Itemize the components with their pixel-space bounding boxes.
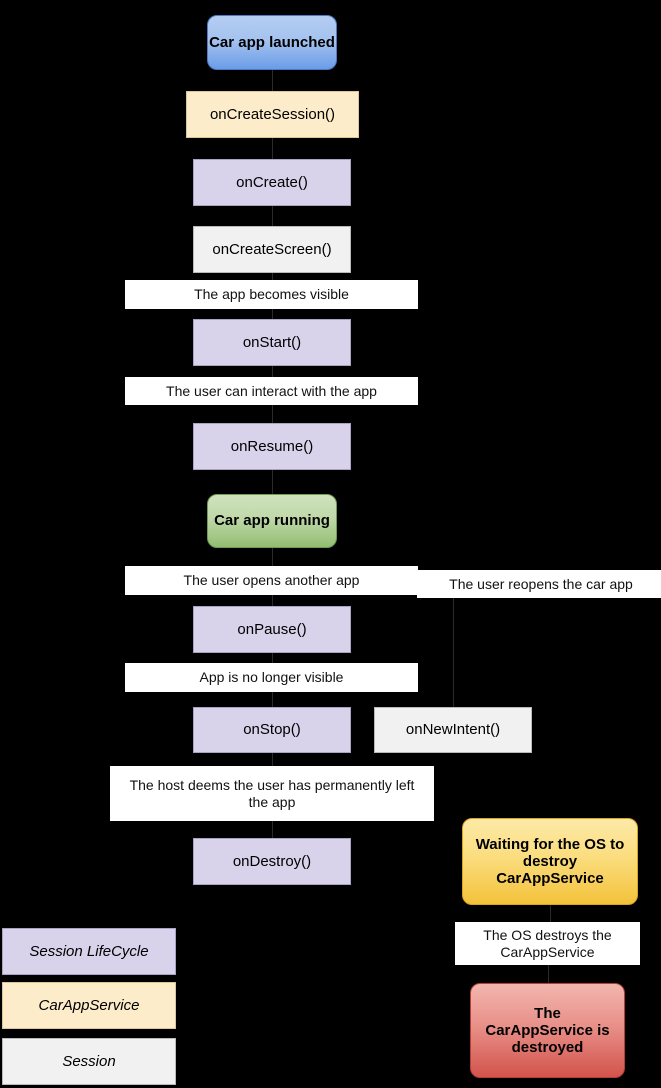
edge-user-can-interact-label: The user can interact with the app bbox=[166, 382, 377, 399]
node-on-pause-label: onPause() bbox=[237, 620, 307, 638]
node-on-resume-label: onResume() bbox=[230, 437, 314, 455]
connector-opensapp-pause bbox=[272, 595, 273, 606]
node-on-start-label: onStart() bbox=[242, 333, 302, 351]
node-on-create-screen-label: onCreateScreen() bbox=[212, 240, 332, 258]
edge-host-deems-left: The host deems the user has permanently … bbox=[110, 766, 434, 821]
edge-user-opens-another-app-label: The user opens another app bbox=[183, 572, 360, 589]
edge-os-destroys-service: The OS destroys the CarAppService bbox=[455, 922, 640, 965]
connector-newintent-reopen bbox=[453, 598, 454, 707]
node-on-create-session-label: onCreateSession() bbox=[209, 105, 336, 123]
connector-resume-running bbox=[272, 470, 273, 494]
node-on-new-intent-label: onNewIntent() bbox=[405, 721, 501, 739]
edge-app-no-longer-visible: App is no longer visible bbox=[125, 663, 418, 692]
connector-visible-start bbox=[272, 309, 273, 319]
node-on-resume[interactable]: onResume() bbox=[193, 423, 351, 470]
edge-user-can-interact: The user can interact with the app bbox=[125, 377, 418, 405]
legend-item-car-app-service: CarAppService bbox=[2, 982, 176, 1029]
node-on-create-session[interactable]: onCreateSession() bbox=[186, 91, 359, 138]
connector-osdestroys-destroyed bbox=[548, 965, 549, 983]
connector-notvisible-stop bbox=[272, 692, 273, 707]
legend-item-session-lifecycle-label: Session LifeCycle bbox=[29, 942, 149, 960]
edge-user-reopens-car-app-label: The user reopens the car app bbox=[449, 575, 633, 592]
connector-interact-resume bbox=[272, 405, 273, 423]
node-car-app-running-label: Car app running bbox=[214, 512, 330, 530]
legend-item-session: Session bbox=[2, 1038, 176, 1085]
legend-item-car-app-service-label: CarAppService bbox=[38, 996, 140, 1014]
node-on-create-label: onCreate() bbox=[236, 173, 308, 191]
node-on-stop-label: onStop() bbox=[243, 721, 301, 739]
node-car-app-service-destroyed-label: The CarAppService is destroyed bbox=[485, 1004, 610, 1057]
node-on-destroy-label: onDestroy() bbox=[232, 852, 312, 870]
connector-launched-createsession bbox=[272, 70, 273, 91]
connector-running-opensapp bbox=[272, 548, 273, 566]
node-car-app-launched[interactable]: Car app launched bbox=[207, 15, 337, 70]
node-car-app-running[interactable]: Car app running bbox=[207, 494, 337, 548]
edge-os-destroys-service-label: The OS destroys the CarAppService bbox=[483, 927, 612, 960]
edge-app-becomes-visible: The app becomes visible bbox=[125, 280, 418, 309]
node-on-stop[interactable]: onStop() bbox=[193, 707, 351, 753]
connector-stop-hostdeems bbox=[272, 753, 273, 766]
node-on-create[interactable]: onCreate() bbox=[193, 159, 351, 206]
legend-item-session-label: Session bbox=[62, 1052, 116, 1070]
node-on-create-screen[interactable]: onCreateScreen() bbox=[193, 226, 351, 273]
edge-app-no-longer-visible-label: App is no longer visible bbox=[199, 669, 344, 686]
connector-create-createscreen bbox=[272, 206, 273, 227]
legend-item-session-lifecycle: Session LifeCycle bbox=[2, 928, 176, 975]
connector-pause-notvisible bbox=[272, 653, 273, 663]
node-waiting-for-os-label: Waiting for the OS to destroy CarAppServ… bbox=[475, 835, 625, 888]
connector-destroy-waiting bbox=[550, 905, 551, 922]
connector-hostdeems-destroy bbox=[272, 821, 273, 838]
edge-app-becomes-visible-label: The app becomes visible bbox=[194, 286, 349, 303]
node-on-pause[interactable]: onPause() bbox=[193, 606, 351, 653]
connector-createscreen-visible bbox=[272, 273, 273, 280]
node-on-destroy[interactable]: onDestroy() bbox=[193, 838, 351, 885]
edge-host-deems-left-label: The host deems the user has permanently … bbox=[129, 777, 415, 810]
connector-start-interact bbox=[272, 366, 273, 377]
node-on-new-intent[interactable]: onNewIntent() bbox=[374, 707, 532, 753]
connector-createsession-create bbox=[272, 138, 273, 159]
node-car-app-launched-label: Car app launched bbox=[209, 33, 335, 51]
edge-user-opens-another-app: The user opens another app bbox=[125, 566, 418, 595]
edge-user-reopens-car-app: The user reopens the car app bbox=[417, 570, 661, 598]
node-car-app-service-destroyed[interactable]: The CarAppService is destroyed bbox=[470, 983, 625, 1078]
node-waiting-for-os[interactable]: Waiting for the OS to destroy CarAppServ… bbox=[462, 818, 638, 905]
node-on-start[interactable]: onStart() bbox=[193, 319, 351, 366]
